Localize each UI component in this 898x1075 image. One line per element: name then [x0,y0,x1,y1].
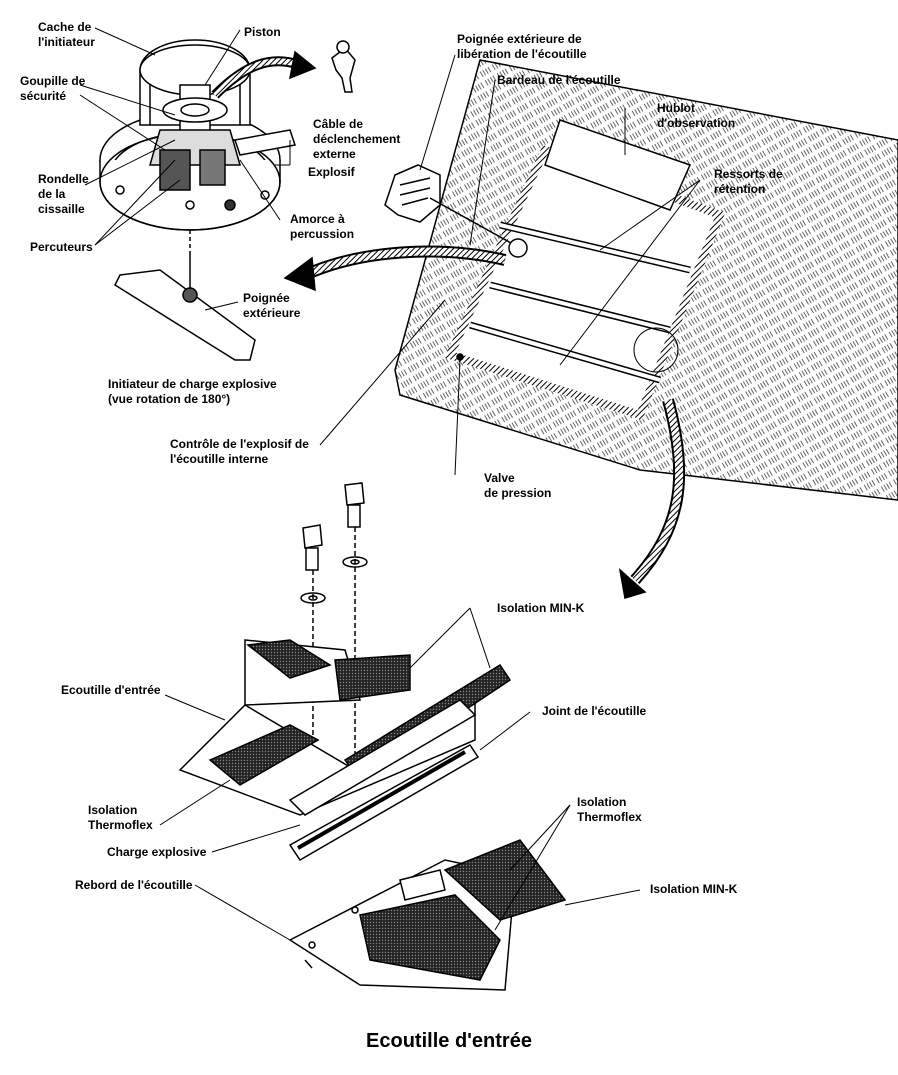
exploded-section-drawing [178,482,567,991]
label-controle: Contrôle de l'explosif de l'écoutille in… [170,437,309,466]
label-explosif: Explosif [308,165,355,179]
initiator-drawing [99,39,356,361]
label-isolation-thermoflex-right: Isolation Thermoflex [577,795,642,824]
label-charge-explosive: Charge explosive [107,845,207,859]
label-joint: Joint de l'écoutille [542,704,647,718]
label-isolation-mink-top: Isolation MIN-K [497,601,585,615]
figure-title: Ecoutille d'entrée [366,1030,532,1052]
label-valve: Valve de pression [484,471,552,500]
label-cable: Câble de déclenchement externe [313,117,401,161]
label-bardeau: Bardeau de l'écoutille [497,73,621,87]
leader-lines [79,27,701,941]
label-poignee-liberation: Poignée extérieure de libération de l'éc… [457,32,587,61]
label-cache-initiateur: Cache de l'initiateur [38,20,95,49]
label-amorce: Amorce à percussion [290,212,355,241]
label-ecoutille-entree: Ecoutille d'entrée [61,683,161,697]
label-percuteurs: Percuteurs [30,240,93,254]
label-poignee-exterieure: Poignée extérieure [243,291,301,320]
label-goupille: Goupille de sécurité [20,74,86,103]
label-piston: Piston [244,25,281,39]
label-hublot: Hublot d'observation [657,101,736,130]
label-rondelle: Rondelle de la cissaille [38,172,89,216]
label-isolation-thermoflex-left: Isolation Thermoflex [88,803,153,832]
label-initiateur: Initiateur de charge explosive (vue rota… [108,377,277,406]
hatch-panel-drawing [283,59,898,599]
label-rebord: Rebord de l'écoutille [75,878,193,892]
label-ressorts: Ressorts de rétention [714,167,783,196]
label-isolation-mink-bottom: Isolation MIN-K [650,882,738,896]
